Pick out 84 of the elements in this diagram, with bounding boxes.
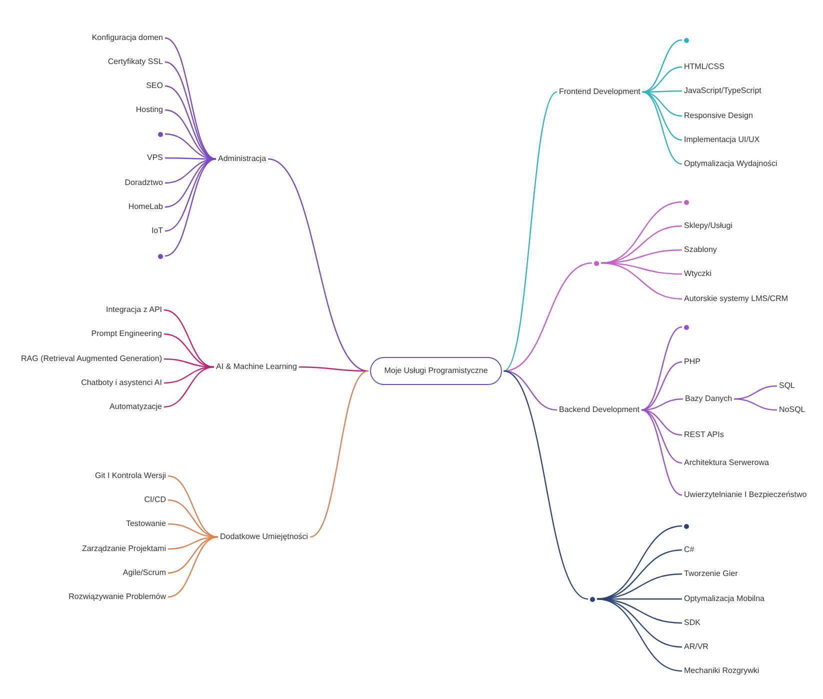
- connector-line: [641, 409, 682, 464]
- topic-label: SEO: [146, 81, 163, 91]
- connector-line: [164, 366, 214, 408]
- topic-label: Szablony: [684, 245, 717, 255]
- topic-label: Doradztwo: [124, 178, 163, 188]
- connector-line: [641, 361, 682, 411]
- connector-line: [504, 370, 588, 600]
- connector-line: [734, 398, 778, 411]
- topic-label: SDK: [684, 618, 700, 628]
- junction-dot: [684, 324, 689, 330]
- topic-label: VPS: [146, 153, 163, 163]
- central-topic-box: Moje Usługi Programistyczne: [370, 357, 502, 385]
- connector-line: [596, 598, 682, 672]
- topic-label: Prompt Engineering: [91, 329, 162, 339]
- topic-label: Dodatkowe Umiejętności: [220, 532, 308, 542]
- topic-label: Backend Development: [559, 405, 640, 415]
- junction-dot: [158, 132, 163, 136]
- connector-line: [642, 66, 682, 93]
- topic-label: Implementacja UI/UX: [684, 135, 760, 145]
- junction-dot: [590, 596, 595, 602]
- topic-label: Konfiguracja domen: [92, 33, 163, 43]
- connector-line: [164, 37, 216, 160]
- connector-line: [600, 262, 682, 300]
- topic-label: Zarządzanie Projektami: [82, 544, 166, 554]
- topic-label: Automatyzacje: [110, 402, 162, 412]
- junction-dot: [158, 254, 163, 258]
- topic-label: Wtyczki: [684, 269, 712, 279]
- connector-line: [164, 158, 216, 257]
- connector-line: [641, 409, 682, 496]
- topic-label: CI/CD: [144, 495, 166, 505]
- connector-line: [642, 91, 682, 141]
- topic-label: REST APIs: [684, 430, 724, 440]
- topic-label: Uwierzytelnianie I Bezpieczeństwo: [684, 490, 807, 500]
- connector-line: [504, 262, 592, 372]
- topic-label: HomeLab: [128, 202, 163, 212]
- topic-label: AI & Machine Learning: [216, 362, 297, 372]
- connector-line: [164, 158, 216, 232]
- junction-dot: [594, 260, 599, 266]
- junction-dot: [684, 200, 689, 204]
- topic-label: HTML/CSS: [684, 62, 724, 72]
- topic-label: Mechaniki Rozgrywki: [684, 666, 760, 676]
- topic-label: Responsive Design: [684, 111, 753, 121]
- topic-label: Git I Kontrola Wersji: [95, 471, 166, 481]
- topic-label: NoSQL: [779, 405, 806, 415]
- topic-label: Bazy Danych: [685, 394, 732, 404]
- connector-line: [310, 370, 368, 538]
- topic-label: SQL: [779, 381, 796, 391]
- topic-label: JavaScript/TypeScript: [684, 86, 762, 96]
- connector-line: [298, 366, 368, 372]
- topic-label: Administracja: [218, 154, 266, 164]
- connector-line: [642, 91, 682, 117]
- connector-line: [168, 536, 218, 598]
- connector-line: [642, 91, 682, 165]
- connector-line: [641, 326, 682, 411]
- connector-line: [164, 85, 216, 160]
- topic-label: Agile/Scrum: [122, 568, 166, 578]
- topic-label: PHP: [684, 357, 700, 367]
- connector-line: [642, 39, 682, 93]
- topic-label: Optymalizacja Wydajności: [684, 159, 778, 169]
- connector-line: [168, 499, 218, 538]
- topic-label: Architektura Serwerowa: [684, 458, 769, 468]
- topic-label: RAG (Retrieval Augmented Generation): [21, 354, 162, 364]
- topic-label: Tworzenie Gier: [684, 569, 738, 579]
- topic-label: Rozwiązywanie Problemów: [68, 592, 166, 602]
- topic-label: AR/VR: [684, 642, 708, 652]
- connector-line: [164, 333, 214, 368]
- connector-line: [504, 370, 558, 411]
- connector-line: [641, 409, 682, 436]
- topic-label: C#: [684, 545, 694, 555]
- topic-label: Optymalizacja Mobilna: [684, 594, 764, 604]
- topic-label: Testowanie: [126, 519, 166, 529]
- topic-label: Frontend Development: [559, 87, 640, 97]
- junction-dot: [684, 524, 689, 528]
- topic-label: Integracja z API: [106, 305, 162, 315]
- topic-label: Sklepy/Usługi: [684, 221, 732, 231]
- topic-label: Chatboty i asystenci AI: [81, 378, 162, 388]
- topic-label: IoT: [151, 226, 163, 236]
- connector-line: [268, 158, 368, 372]
- junction-dot: [684, 38, 689, 42]
- topic-label: Hosting: [136, 105, 163, 115]
- topic-label: Certyfikaty SSL: [108, 57, 163, 67]
- connector-line: [503, 92, 558, 372]
- topic-label: Autorskie systemy LMS/CRM: [684, 294, 788, 304]
- connector-line: [600, 225, 682, 264]
